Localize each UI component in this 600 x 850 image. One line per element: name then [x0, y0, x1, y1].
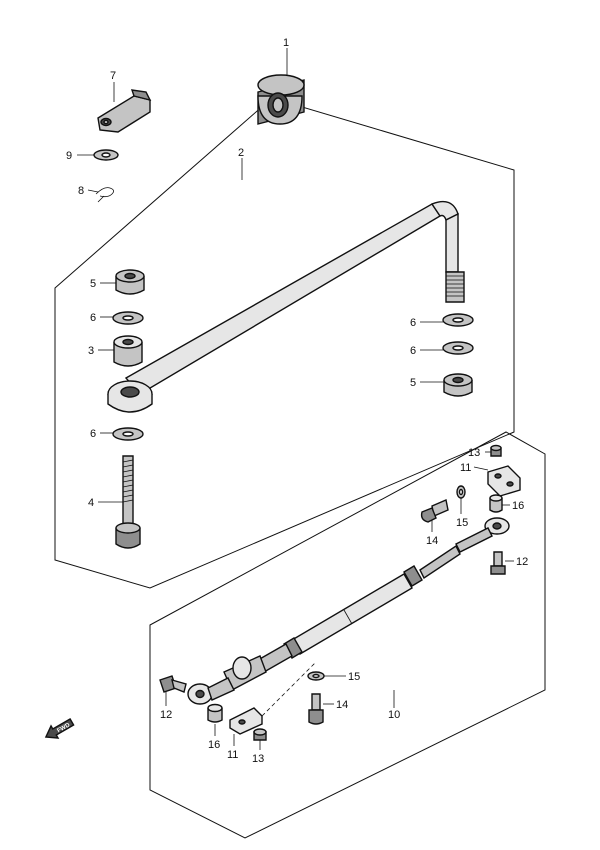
part-6-washer-left-a — [112, 311, 144, 325]
callout-13-upper: 13 — [468, 447, 480, 459]
part-6-washer-right-b — [442, 341, 474, 355]
callout-9: 9 — [66, 150, 72, 162]
part-16-spacer-upper — [489, 494, 503, 513]
callout-4: 4 — [88, 497, 94, 509]
callout-3: 3 — [88, 345, 94, 357]
part-14-bolt-lower — [308, 693, 324, 725]
part-5-nut-left — [115, 269, 145, 295]
part-8-cotter-pin — [95, 187, 114, 203]
callout-10: 10 — [388, 709, 400, 721]
callout-12-lower: 12 — [160, 709, 172, 721]
callout-6-left-a: 6 — [90, 312, 96, 324]
box-outline-lower — [149, 431, 546, 839]
callout-12-upper: 12 — [516, 556, 528, 568]
part-13-nut-upper — [490, 444, 502, 457]
part-16-spacer-lower — [207, 703, 223, 723]
callout-2: 2 — [238, 147, 244, 159]
callout-labels: 1 7 9 8 2 5 6 3 6 4 6 6 5 13 11 15 16 14… — [66, 37, 528, 765]
callout-13-lower: 13 — [252, 753, 264, 765]
part-10-drag-link — [187, 517, 510, 705]
part-3-collar — [113, 335, 143, 367]
part-1-bushing — [257, 74, 305, 125]
callout-11-lower: 11 — [227, 749, 238, 761]
part-15-washer-upper — [456, 485, 466, 499]
callout-5-left: 5 — [90, 278, 96, 290]
part-11-bracket-upper — [487, 465, 521, 497]
callout-6-left-b: 6 — [90, 428, 96, 440]
part-11-bracket-lower — [229, 707, 263, 735]
part-7-bracket — [97, 89, 152, 133]
leader-lines — [77, 48, 514, 750]
callout-1: 1 — [283, 37, 289, 49]
part-5-nut-right — [443, 373, 473, 397]
fwd-arrow-icon: FWD — [44, 718, 75, 739]
callout-8: 8 — [78, 185, 84, 197]
callout-11-upper: 11 — [460, 462, 471, 474]
callout-5-right: 5 — [410, 377, 416, 389]
callout-14-lower: 14 — [336, 699, 348, 711]
part-4-bolt — [115, 455, 141, 549]
part-14-bolt-upper — [420, 499, 449, 523]
assembly-guide-line — [261, 661, 317, 717]
part-13-nut-lower — [253, 728, 267, 741]
part-12-bolt-upper — [490, 551, 506, 575]
part-15-washer-lower — [307, 671, 325, 681]
callout-16-upper: 16 — [512, 500, 524, 512]
callout-15-lower: 15 — [348, 671, 360, 683]
part-12-bolt-lower — [159, 675, 187, 693]
callout-15-upper: 15 — [456, 517, 468, 529]
callout-6-right-b: 6 — [410, 345, 416, 357]
part-6-washer-right-a — [442, 313, 474, 327]
part-6-washer-left-b — [112, 427, 144, 441]
callout-16-lower: 16 — [208, 739, 220, 751]
callout-7: 7 — [110, 70, 116, 82]
part-9-washer — [93, 149, 119, 161]
part-2-tie-rod — [107, 200, 465, 413]
callout-14-upper: 14 — [426, 535, 438, 547]
callout-6-right-a: 6 — [410, 317, 416, 329]
